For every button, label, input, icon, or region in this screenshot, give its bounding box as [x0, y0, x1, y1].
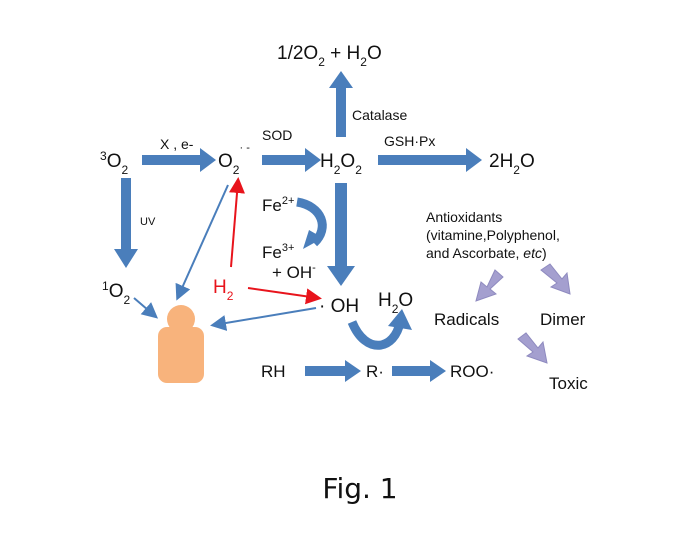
- arrow-h2o2-to-top: [329, 71, 353, 137]
- antioxidants-line-3: and Ascorbate, etc): [426, 245, 547, 261]
- main-arrows: [114, 71, 482, 382]
- label-uv: UV: [140, 216, 156, 228]
- arrow-superoxide-to-h2o2: [262, 148, 321, 172]
- arrow-uv-down: [114, 178, 138, 268]
- arrow-r-to-roo: [392, 360, 446, 382]
- node-toxic: Toxic: [549, 374, 588, 393]
- oh-to-water-arrowhead: [388, 309, 412, 330]
- curved-arrows: [295, 197, 412, 350]
- arrow-antioxidant-to-radicals: [475, 269, 504, 302]
- label-x-e: X , e-: [160, 136, 194, 152]
- node-rh: RH: [261, 362, 286, 381]
- red-arrows: [229, 177, 322, 305]
- node-superoxide: O2· -: [218, 142, 250, 177]
- node-dimer: Dimer: [540, 310, 586, 329]
- label-catalase: Catalase: [352, 107, 407, 123]
- node-fe3: Fe3+: [262, 242, 294, 262]
- node-hydrogen-peroxide: H2O2: [320, 151, 362, 177]
- node-triplet-oxygen: 3O2: [100, 149, 128, 177]
- oh-to-water-arrow: [347, 320, 405, 350]
- arrow-h2-to-oh: [247, 287, 322, 305]
- arrow-h2o2-to-oh: [327, 183, 355, 286]
- node-hydroxyl-radical: · OH: [319, 296, 359, 317]
- arrow-o2-to-superoxide: [142, 148, 216, 172]
- node-fe2: Fe2+: [262, 195, 294, 215]
- person-figure: [158, 305, 204, 383]
- label-sod: SOD: [262, 127, 292, 143]
- arrow-rh-to-r: [305, 360, 361, 382]
- label-gsh-px: GSH·Px: [384, 133, 435, 149]
- antioxidants-line-2: (vitamine,Polyphenol,: [426, 227, 560, 243]
- node-radicals: Radicals: [434, 310, 499, 329]
- node-singlet-oxygen: 1O2: [102, 279, 130, 307]
- arrow-h2-to-superoxide: [229, 177, 246, 268]
- person-body: [158, 327, 204, 383]
- figure-caption: Fig. 1: [322, 472, 397, 505]
- node-water-small: H2O: [378, 290, 413, 316]
- node-peroxyl-radical: ROO·: [450, 362, 494, 381]
- arrow-singlet-to-person: [133, 297, 159, 319]
- purple-arrows: [475, 263, 571, 364]
- fe-cycle-arrowhead: [303, 230, 323, 249]
- arrow-antioxidant-to-dimer: [540, 263, 571, 295]
- arrow-oh-to-person: [210, 307, 317, 331]
- arrow-h2o2-to-2h2o: [378, 148, 482, 172]
- node-hydrogen: H2: [213, 277, 234, 303]
- thin-arrows: [133, 184, 317, 331]
- node-top-products: 1/2O2 + H2O: [277, 43, 382, 69]
- person-head: [167, 305, 195, 333]
- antioxidants-line-1: Antioxidants: [426, 209, 502, 225]
- node-2-water: 2H2O: [489, 151, 535, 177]
- arrow-superoxide-to-person: [175, 184, 229, 301]
- arrow-radicals-to-toxic: [517, 332, 548, 364]
- node-hydroxide: + OH-: [272, 262, 316, 282]
- node-r-radical: R·: [366, 362, 384, 381]
